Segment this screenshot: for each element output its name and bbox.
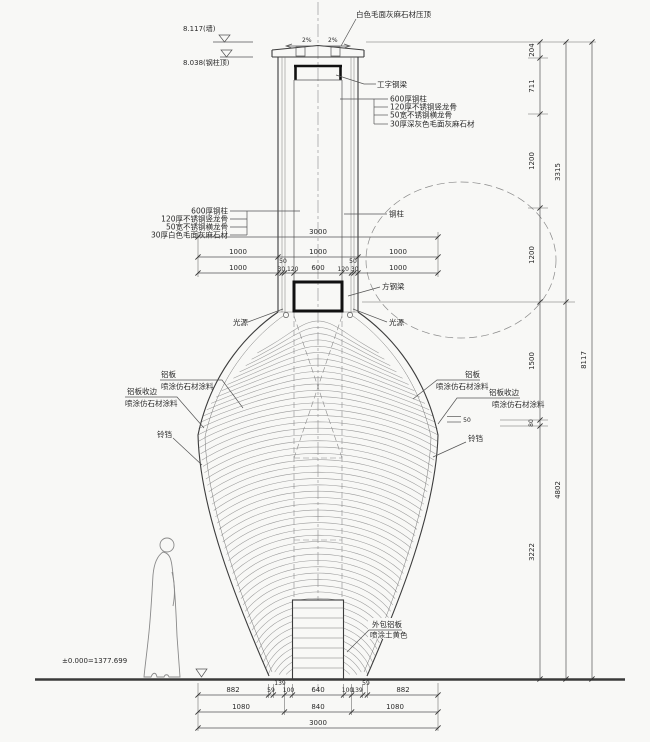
dimension-ticks (195, 39, 595, 731)
alu-panel-right-label: 铝板 (465, 369, 480, 379)
dim: 640 (311, 686, 324, 694)
dim: 882 (226, 686, 239, 694)
dim-right-total: 8117 (580, 351, 588, 369)
light-fixture-right-icon (347, 312, 353, 318)
dim: 711 (528, 79, 536, 92)
dim: 50 (349, 258, 357, 265)
slope-right-label: 2% (328, 37, 338, 44)
dim: 100 (283, 687, 295, 694)
level-column-top-label: 8.038(钢柱顶) (183, 58, 230, 67)
base-cladding-label: 喷涂土黄色 (370, 630, 408, 640)
dim: 139 (351, 687, 363, 694)
i-beam-label: 工字钢梁 (377, 79, 407, 89)
dim: 1080 (386, 703, 404, 711)
dim: 1000 (389, 248, 407, 256)
dim: 1200 (528, 152, 536, 170)
right-stack-label: 50宽不锈钢横龙骨 (390, 110, 452, 120)
light-source-right-label: 光源 (389, 317, 404, 327)
label-mask (368, 618, 410, 639)
right-stack-label: 600厚钢柱 (390, 94, 427, 104)
dim: 3222 (528, 543, 536, 561)
level-markers (195, 34, 253, 678)
left-stack-label: 30厚白色毛面灰麻石材 (151, 230, 229, 240)
bell-right-label: 铃铛 (468, 433, 483, 443)
dim: 1200 (528, 246, 536, 264)
dim: 59 (362, 680, 370, 687)
alu-edge-left-label: 喷涂仿石材涂料 (125, 398, 178, 408)
alu-edge-right-label: 喷涂仿石材涂料 (492, 399, 545, 409)
bell-left-label: 铃铛 (157, 429, 172, 439)
dim: 1000 (229, 248, 247, 256)
dimension-texts: 3000 1000 1000 1000 1000 600 1000 30 120… (226, 43, 588, 727)
dim: 139 (274, 680, 286, 687)
leader-lines (125, 18, 520, 466)
light-source-left-label: 光源 (233, 317, 248, 327)
base-ladder (291, 599, 345, 680)
dim: 50 (279, 258, 287, 265)
dim: 1000 (389, 264, 407, 272)
base-cladding-leader (346, 629, 402, 653)
dimension-lines (198, 42, 593, 729)
dim-edge-fifty: 50 (463, 417, 471, 424)
light-fixture-left-icon (283, 312, 289, 318)
dim: 1080 (232, 703, 250, 711)
i-beam (294, 64, 342, 81)
dim: 100 (342, 687, 354, 694)
cap-label: 白色毛面灰麻石材压顶 (356, 9, 431, 19)
dim: 30 120 (278, 266, 299, 273)
alu-panel-left-label: 喷涂仿石材涂料 (161, 381, 214, 391)
dim: 1500 (528, 352, 536, 370)
cap-stub-left (295, 46, 306, 57)
dim: 204 (528, 43, 536, 57)
dim-bottom-total: 3000 (309, 719, 327, 727)
left-stack-label: 50宽不锈钢横龙骨 (166, 222, 228, 232)
dimension-extension-lines (197, 41, 596, 731)
alu-edge-left-label: 铝板收边 (127, 386, 157, 396)
bell-louver-rings (197, 320, 439, 676)
annotation-texts: 白色毛面灰麻石材压顶 8.117(墙) 8.038(钢柱顶) 工字钢梁 600厚… (62, 9, 545, 665)
dim: 1000 (309, 248, 327, 256)
slope-left-label: 2% (302, 37, 312, 44)
square-beam-label: 方钢梁 (382, 281, 405, 291)
left-stack-label: 120厚不锈钢竖龙骨 (161, 214, 228, 224)
shaft (271, 44, 365, 313)
alu-panel-right-label: 喷涂仿石材涂料 (436, 381, 489, 391)
slope-arrows (284, 43, 352, 49)
dim: 4802 (554, 481, 562, 499)
dim: 882 (396, 686, 409, 694)
bell-silhouette (197, 311, 439, 677)
level-wall-label: 8.117(墙) (183, 24, 216, 33)
person-figure (143, 537, 181, 678)
dim: 600 (311, 264, 324, 272)
bell-interior-dashed-lines (293, 312, 343, 600)
right-stack-label: 120厚不锈钢竖龙骨 (390, 102, 457, 112)
dim-top-total: 3000 (309, 228, 327, 236)
dim: 59 (267, 687, 275, 694)
base-cladding-label: 外包铝板 (372, 619, 402, 629)
dim: 1000 (229, 264, 247, 272)
dim: 3315 (554, 163, 562, 181)
dim: 80 (528, 419, 535, 427)
dim: 120 30 (338, 266, 359, 273)
cap-stub-right (330, 46, 341, 57)
ground-level-label: ±0.000=1377.699 (62, 657, 127, 665)
right-stack-label: 30厚深灰色毛面灰麻石材 (390, 119, 475, 129)
left-stack-label: 600厚钢柱 (191, 206, 228, 216)
square-beam-box (292, 280, 344, 313)
detail-ellipse (365, 181, 557, 339)
alu-edge-right-label: 铝板收边 (489, 387, 519, 397)
steel-column-label: 钢柱 (389, 209, 404, 219)
alu-panel-left-label: 铝板 (161, 369, 176, 379)
dim: 840 (311, 703, 324, 711)
